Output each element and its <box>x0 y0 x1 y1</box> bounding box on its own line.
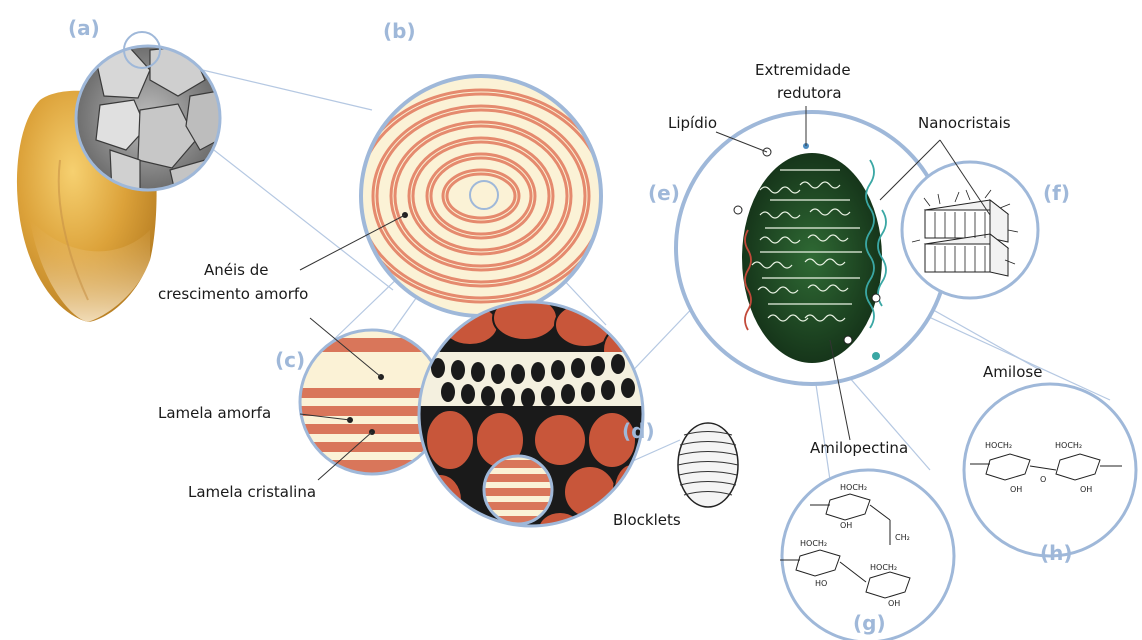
amylose-oh-1: OH <box>1010 485 1022 494</box>
nanocrystal-view <box>902 162 1038 298</box>
panel-label-a: (a) <box>68 16 100 40</box>
panel-label-c: (c) <box>275 348 305 372</box>
sem-granules-micrograph <box>76 32 226 196</box>
panel-label-d: (d) <box>622 419 655 443</box>
panel-label-h: (h) <box>1040 541 1073 565</box>
label-growth-rings-line1: Anéis de <box>204 261 269 279</box>
amylopectin-oh-1: OH <box>840 521 852 530</box>
panel-label-b: (b) <box>383 19 416 43</box>
amylopectin-hoch2-1: HOCH₂ <box>840 483 867 492</box>
label-crystalline-lamella: Lamela cristalina <box>188 483 316 501</box>
label-growth-rings-line2: crescimento amorfo <box>158 285 308 303</box>
growth-rings-view <box>356 76 606 316</box>
amylose-o-bridge: O <box>1040 475 1046 484</box>
label-nanocrystals: Nanocristais <box>918 114 1011 132</box>
label-lipid: Lipídio <box>668 114 717 132</box>
blocklet-ellipsoid <box>678 423 738 507</box>
label-blocklets: Blocklets <box>613 511 681 529</box>
amylopectin-hoch2-3: HOCH₂ <box>870 563 897 572</box>
label-amylose: Amilose <box>983 363 1042 381</box>
amylopectin-ho-1: HO <box>815 579 827 588</box>
amylose-hoch2-1: HOCH₂ <box>985 441 1012 450</box>
amylose-structure: HOCH₂ HOCH₂ OH OH O <box>964 384 1136 556</box>
amylopectin-hoch2-2: HOCH₂ <box>800 539 827 548</box>
label-reducing-end-line2: redutora <box>777 84 842 102</box>
panel-label-f: (f) <box>1043 181 1070 205</box>
amylose-hoch2-2: HOCH₂ <box>1055 441 1082 450</box>
amylopectin-oh-2: OH <box>888 599 900 608</box>
amylose-oh-2: OH <box>1080 485 1092 494</box>
label-amylopectin: Amilopectina <box>810 439 908 457</box>
amylopectin-ch2: CH₂ <box>895 533 910 542</box>
label-reducing-end-line1: Extremidade <box>755 61 851 79</box>
panel-label-e: (e) <box>648 181 680 205</box>
panel-label-g: (g) <box>853 611 886 635</box>
label-amorphous-lamella: Lamela amorfa <box>158 404 271 422</box>
